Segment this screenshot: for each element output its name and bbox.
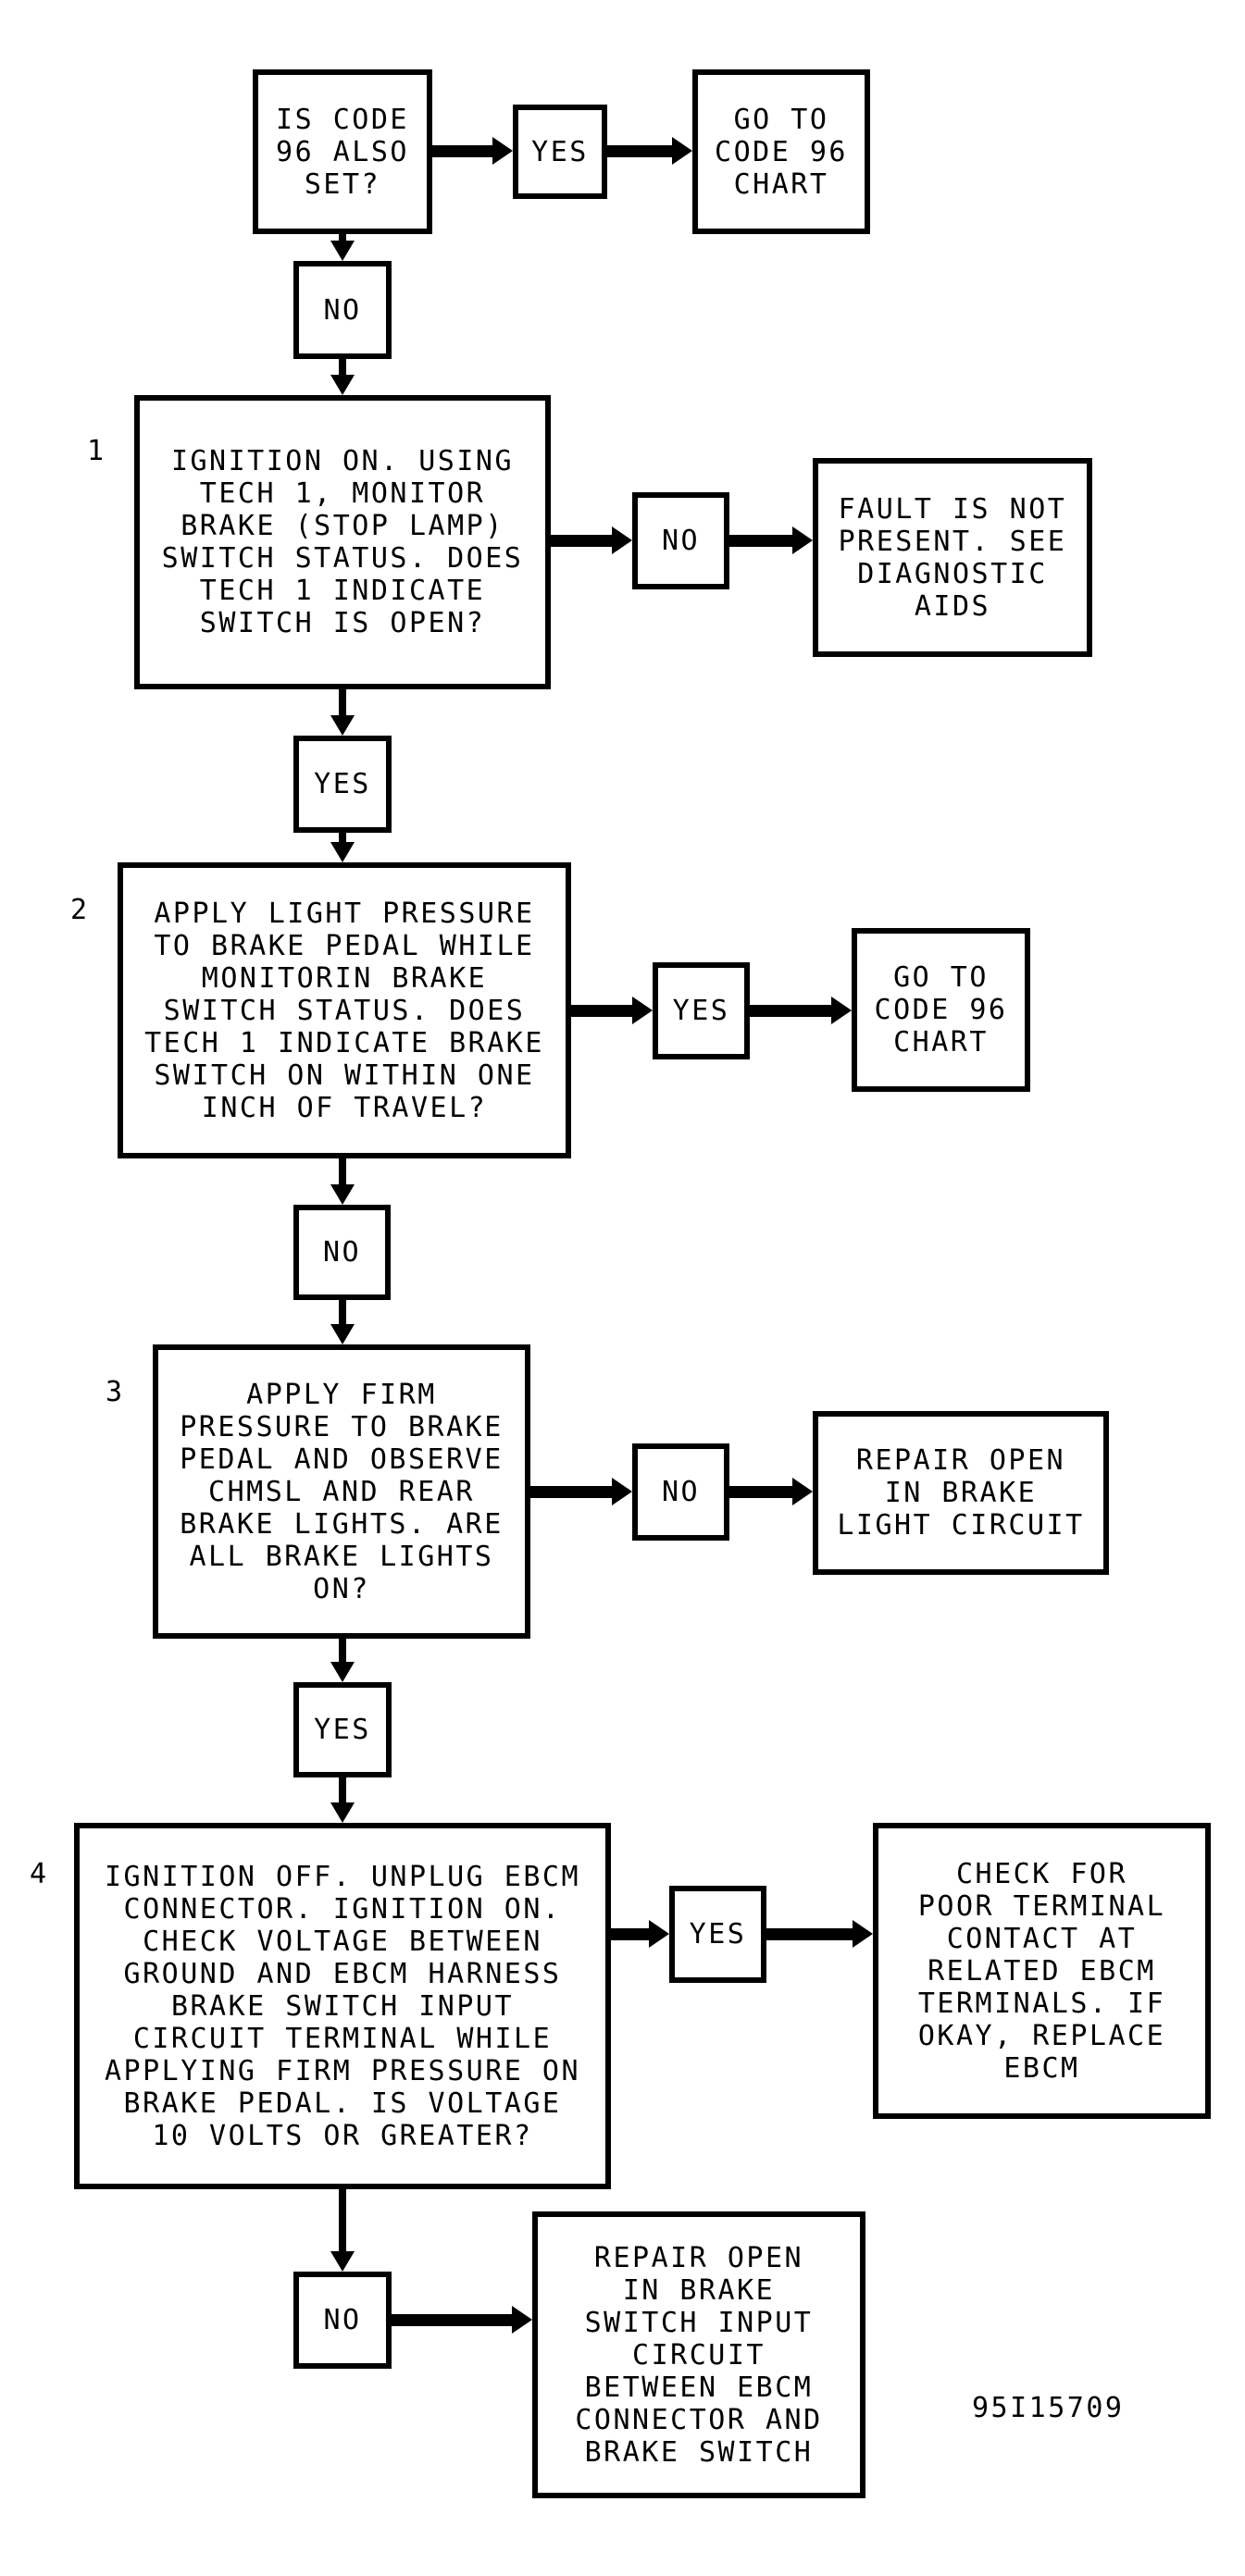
- step-number-3: 3: [106, 1376, 125, 1408]
- connector-no0-q1-line: [339, 359, 346, 377]
- right-arrowhead-q4-yes4: [649, 1920, 669, 1948]
- connector-q0-yes0-bar: [432, 145, 496, 157]
- connector-no1-fault1-bar: [729, 535, 796, 547]
- flow-box-no-1-label: NO: [661, 525, 701, 557]
- flow-box-no-5-label: NO: [323, 2304, 362, 2336]
- flow-box-step1-question: IGNITION ON. USING TECH 1, MONITOR BRAKE…: [134, 395, 551, 689]
- flow-box-step4-question-label: IGNITION OFF. UNPLUG EBCM CONNECTOR. IGN…: [104, 1860, 581, 2152]
- flow-box-step1-question-label: IGNITION ON. USING TECH 1, MONITOR BRAKE…: [161, 445, 524, 639]
- flow-box-is-code-96-set: IS CODE 96 ALSO SET?: [253, 69, 432, 234]
- down-arrowhead-q0-no0: [330, 241, 355, 261]
- connector-q3-yes3-line: [339, 1639, 346, 1664]
- connector-no3-repair3-bar: [729, 1486, 796, 1498]
- down-arrowhead-yes1-q2: [330, 842, 355, 862]
- connector-yes3-q4-line: [339, 1777, 346, 1804]
- flow-box-yes-0: YES: [513, 105, 607, 199]
- connector-q0-no0-line: [339, 234, 346, 244]
- right-arrowhead-q3-no3: [612, 1478, 632, 1505]
- flow-box-no-0-label: NO: [323, 293, 362, 327]
- flow-box-fault-not-present-label: FAULT IS NOT PRESENT. SEE DIAGNOSTIC AID…: [838, 492, 1067, 623]
- flow-box-step2-question: APPLY LIGHT PRESSURE TO BRAKE PEDAL WHIL…: [118, 862, 571, 1158]
- down-arrowhead-no2-q3: [330, 1324, 355, 1344]
- flow-box-no-3: NO: [632, 1443, 729, 1541]
- flow-box-yes-2-label: YES: [672, 995, 730, 1027]
- right-arrowhead-q1-no1: [612, 526, 632, 554]
- right-arrowhead-yes4-check4: [853, 1920, 873, 1948]
- down-arrowhead-q3-yes3: [330, 1662, 355, 1682]
- connector-no2-q3-line: [339, 1300, 346, 1326]
- right-arrowhead-yes2-goto2: [831, 997, 852, 1024]
- step-number-2: 2: [70, 894, 90, 926]
- flow-box-repair-brake-switch-input: REPAIR OPEN IN BRAKE SWITCH INPUT CIRCUI…: [532, 2211, 865, 2498]
- flow-box-is-code-96-set-label: IS CODE 96 ALSO SET?: [276, 103, 409, 201]
- down-arrowhead-no0-q1: [330, 375, 355, 395]
- right-arrowhead-no5-repair5: [512, 2306, 532, 2334]
- connector-q1-no1-bar: [551, 535, 616, 547]
- flow-box-repair-brake-switch-input-label: REPAIR OPEN IN BRAKE SWITCH INPUT CIRCUI…: [575, 2241, 823, 2469]
- flow-box-yes-0-label: YES: [531, 135, 589, 168]
- flow-box-yes-1-label: YES: [314, 768, 371, 800]
- down-arrowhead-q2-no2: [330, 1184, 355, 1205]
- flow-box-no-5: NO: [293, 2272, 392, 2369]
- flow-box-step3-question: APPLY FIRM PRESSURE TO BRAKE PEDAL AND O…: [153, 1344, 530, 1639]
- flow-box-no-1: NO: [632, 492, 729, 589]
- flow-box-repair-brake-light-circuit-label: REPAIR OPEN IN BRAKE LIGHT CIRCUIT: [837, 1444, 1085, 1542]
- connector-q2-yes2-bar: [571, 1005, 636, 1017]
- right-arrowhead-no1-fault1: [792, 526, 813, 554]
- connector-no5-repair5-bar: [392, 2314, 514, 2326]
- flow-box-yes-3: YES: [293, 1682, 392, 1777]
- step-number-1: 1: [87, 435, 106, 467]
- connector-q2-no2-line: [339, 1158, 346, 1186]
- flow-box-repair-brake-light-circuit: REPAIR OPEN IN BRAKE LIGHT CIRCUIT: [813, 1411, 1109, 1575]
- flow-box-no-0: NO: [293, 261, 392, 359]
- flow-box-fault-not-present: FAULT IS NOT PRESENT. SEE DIAGNOSTIC AID…: [813, 458, 1092, 657]
- flow-box-step2-question-label: APPLY LIGHT PRESSURE TO BRAKE PEDAL WHIL…: [144, 897, 544, 1124]
- flow-box-no-3-label: NO: [661, 1476, 701, 1508]
- flow-box-yes-4-label: YES: [689, 1918, 747, 1951]
- down-arrowhead-q1-yes1: [330, 715, 355, 736]
- down-arrowhead-q4-no5: [330, 2251, 355, 2272]
- flow-box-goto-code96-2: GO TO CODE 96 CHART: [852, 928, 1030, 1092]
- connector-q1-yes1-line: [339, 689, 346, 717]
- flow-box-goto-code96-0: GO TO CODE 96 CHART: [692, 69, 870, 234]
- right-arrowhead-q2-yes2: [632, 997, 653, 1024]
- flow-box-goto-code96-0-label: GO TO CODE 96 CHART: [715, 103, 848, 201]
- flow-box-no-2: NO: [293, 1205, 391, 1300]
- figure-code: 95I15709: [972, 2392, 1125, 2424]
- flow-box-step4-question: IGNITION OFF. UNPLUG EBCM CONNECTOR. IGN…: [74, 1823, 611, 2189]
- connector-q4-no5-line: [339, 2189, 346, 2253]
- step-number-4: 4: [30, 1858, 49, 1890]
- connector-yes4-check4-bar: [766, 1928, 854, 1940]
- right-arrowhead-yes0-goto0: [672, 137, 692, 165]
- flow-box-check-terminal-contact-label: CHECK FOR POOR TERMINAL CONTACT AT RELAT…: [917, 1857, 1166, 2085]
- connector-q3-no3-bar: [530, 1486, 616, 1498]
- connector-yes0-goto0-bar: [607, 145, 676, 157]
- flow-box-yes-3-label: YES: [314, 1714, 371, 1746]
- flow-box-step3-question-label: APPLY FIRM PRESSURE TO BRAKE PEDAL AND O…: [180, 1378, 504, 1605]
- down-arrowhead-yes3-q4: [330, 1802, 355, 1823]
- right-arrowhead-no3-repair3: [792, 1478, 813, 1505]
- connector-yes2-goto2-bar: [750, 1005, 835, 1017]
- flow-box-check-terminal-contact: CHECK FOR POOR TERMINAL CONTACT AT RELAT…: [873, 1823, 1211, 2119]
- flow-box-goto-code96-2-label: GO TO CODE 96 CHART: [874, 961, 1008, 1059]
- flow-box-yes-2: YES: [653, 962, 750, 1059]
- connector-q4-yes4-bar: [611, 1928, 653, 1940]
- flow-box-yes-4: YES: [669, 1886, 766, 1983]
- connector-yes1-q2-line: [339, 833, 346, 844]
- right-arrowhead-q0-yes0: [492, 137, 513, 165]
- flow-box-no-2-label: NO: [322, 1236, 362, 1269]
- flow-box-yes-1: YES: [293, 736, 392, 833]
